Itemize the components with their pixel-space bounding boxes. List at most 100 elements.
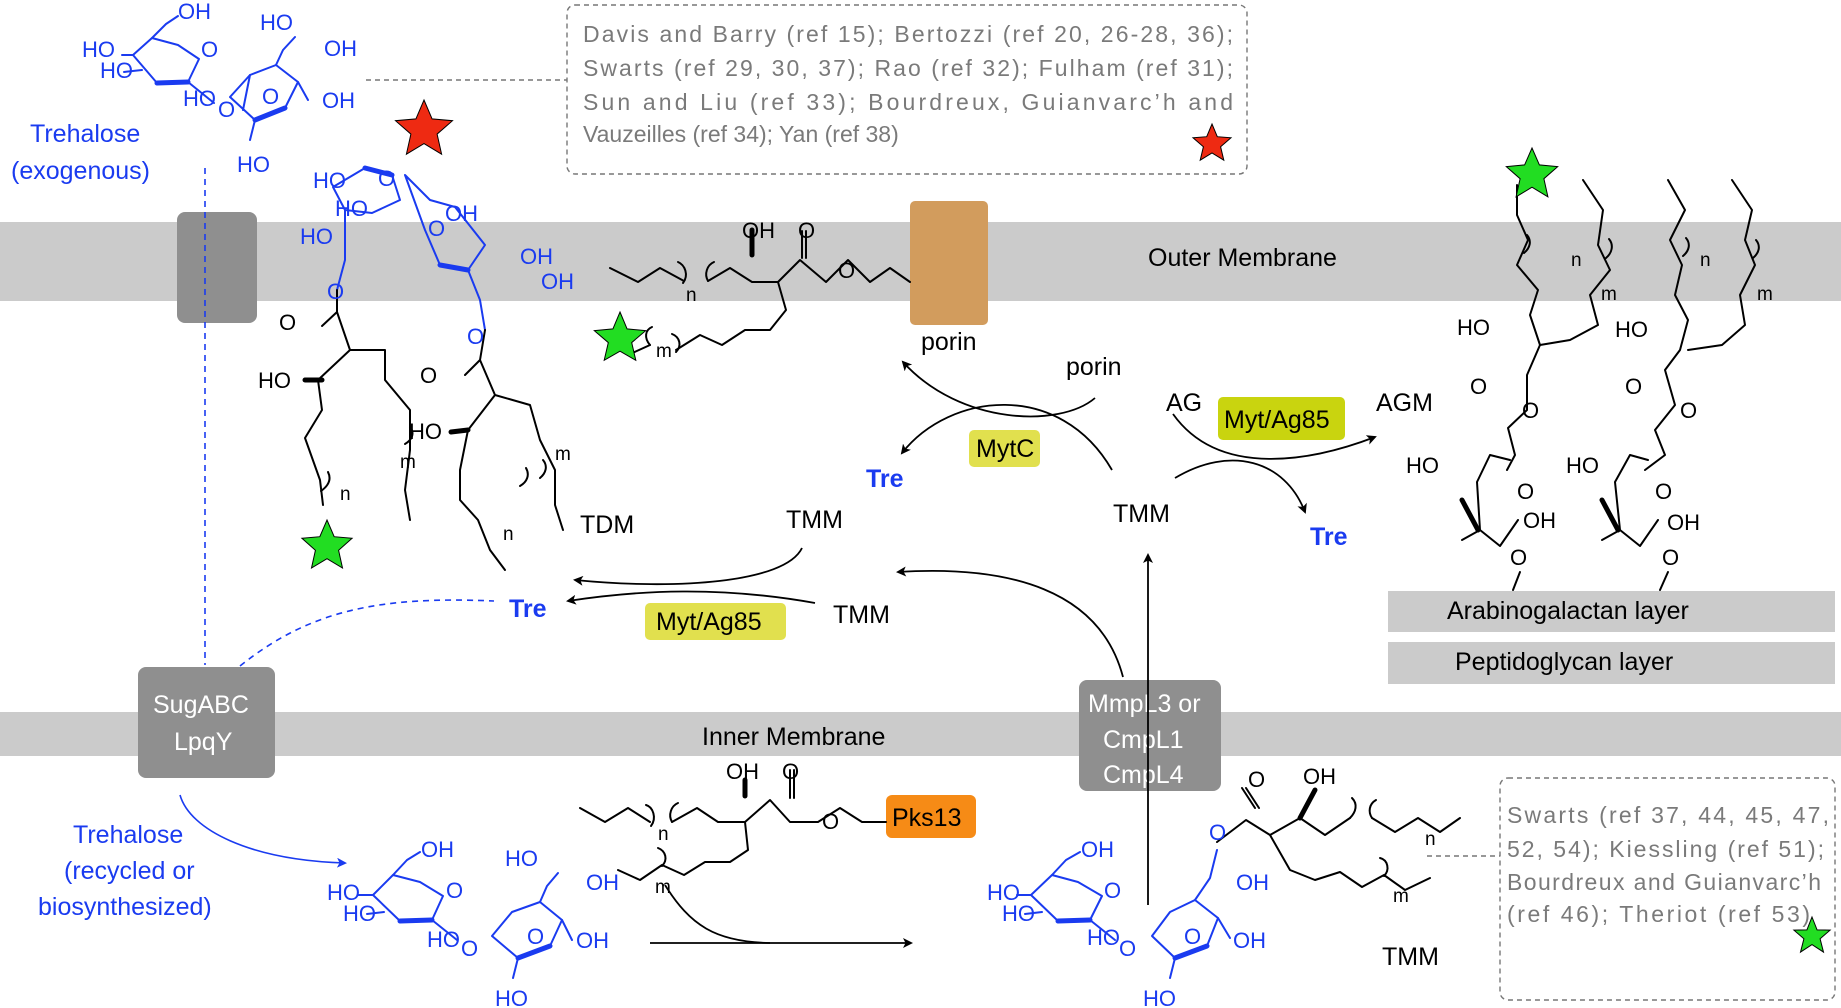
green-star-icon (1505, 146, 1559, 198)
outer-trehalose-channel (177, 212, 257, 323)
atom-n: n (1571, 250, 1582, 271)
ref-top-line-1: Davis and Barry (ref 15); Bertozzi (ref … (583, 21, 1233, 47)
atom-m: m (656, 341, 672, 362)
atom-ho: HO (505, 846, 538, 871)
atom-oh: OH (586, 870, 619, 895)
green-star-icon (593, 310, 647, 362)
atom-o: O (218, 97, 235, 122)
atom-ho: HO (260, 10, 293, 35)
porin-channel-label: porin (921, 328, 977, 356)
red-star-icon (394, 98, 454, 156)
mytc-enzyme-badge (969, 430, 1040, 467)
atom-o: O (782, 759, 799, 784)
pks13-condensation-curve (664, 884, 771, 944)
pks13-mycolate-structure: OH O O n m (579, 759, 887, 898)
green-star-icon (1792, 915, 1832, 954)
tmm-structure: OH HO HO O HO O O OH O OH HO O OH n m (987, 764, 1461, 1008)
atom-o: O (1680, 398, 1697, 423)
reference-box-bottom: Swarts (ref 37, 44, 45, 47, 52, 54); Kie… (1499, 777, 1836, 1001)
tmm-bottom-label: TMM (1382, 943, 1439, 971)
atom-o: O (1510, 545, 1527, 570)
atom-ho: HO (100, 58, 133, 83)
atom-ho: HO (327, 880, 360, 905)
atom-o: O (1522, 398, 1539, 423)
tre-mytc-label: Tre (866, 465, 904, 493)
myt-ag85-lower-badge (645, 603, 786, 640)
myt-ag85-lower-label: Myt/Ag85 (656, 608, 762, 636)
atom-oh: OH (1236, 870, 1269, 895)
atom-ho: HO (1087, 925, 1120, 950)
ref-bottom-line-3: Bourdreux and Guianvarc’h (1507, 869, 1821, 895)
atom-ho: HO (82, 37, 115, 62)
ref-top-line-3: Sun and Liu (ref 33); Bourdreux, Guianva… (583, 89, 1233, 115)
ref-top-line-2: Swarts (ref 29, 30, 37); Rao (ref 32); F… (583, 55, 1233, 81)
atom-m: m (400, 452, 416, 473)
atom-m: m (655, 877, 671, 898)
ref-bottom-line-1: Swarts (ref 37, 44, 45, 47, (1507, 802, 1829, 828)
atom-oh: OH (541, 269, 574, 294)
atom-oh: OH (445, 201, 478, 226)
atom-o: O (201, 37, 218, 62)
atom-ho: HO (1406, 453, 1439, 478)
trehalose-exogenous-structure: OH HO HO O HO O HO OH O OH HO (82, 0, 357, 177)
ag-label: AG (1166, 389, 1202, 417)
atom-n: n (658, 824, 669, 845)
trehalose-recycled-label-1: Trehalose (73, 821, 183, 849)
atom-o: O (262, 84, 279, 109)
atom-o: O (279, 310, 296, 335)
trehalose-exogenous-label-2: (exogenous) (11, 157, 150, 185)
trehalose-exogenous-label-1: Trehalose (30, 120, 140, 148)
atom-oh: OH (1081, 837, 1114, 862)
porin-label: porin (1066, 353, 1122, 381)
atom-o: O (461, 936, 478, 961)
ref-top-line-4: Vauzeilles (ref 34); Yan (ref 38) (583, 121, 899, 147)
trehalose-recycled-label-3: biosynthesized) (38, 893, 212, 921)
atom-oh: OH (520, 244, 553, 269)
ref-bottom-line-4: (ref 46); Theriot (ref 53) (1507, 901, 1810, 927)
cmpl4-label: CmpL4 (1103, 761, 1184, 789)
atom-o: O (1625, 374, 1642, 399)
red-star-icon (1191, 122, 1233, 162)
sugabc-label: SugABC (153, 691, 249, 719)
pks13-enzyme-badge (886, 795, 976, 838)
tre-recycle-connector (239, 599, 495, 667)
inner-membrane-label: Inner Membrane (702, 723, 885, 751)
atom-ho: HO (1457, 315, 1490, 340)
atom-o: O (798, 218, 815, 243)
atom-oh: OH (576, 928, 609, 953)
atom-oh: OH (1303, 764, 1336, 789)
arabinogalactan-layer (1388, 591, 1835, 632)
atom-m: m (1601, 284, 1617, 305)
atom-ho: HO (1143, 986, 1176, 1008)
ag85-agm-arrow (1172, 413, 1377, 460)
atom-ho: HO (1002, 901, 1035, 926)
trehalose-recycled-structure: OH HO HO O HO O HO OH O OH HO (327, 837, 619, 1008)
atom-ho: HO (1566, 453, 1599, 478)
tre-right-label: Tre (1310, 523, 1348, 551)
tre-left-label: Tre (509, 595, 547, 623)
porin-export-arrow (901, 360, 1096, 418)
atom-oh: OH (178, 0, 211, 24)
trehalose-uptake-arrow (179, 794, 347, 868)
agm-label: AGM (1376, 389, 1433, 417)
peptidoglycan-label: Peptidoglycan layer (1455, 648, 1673, 676)
atom-ho: HO (427, 927, 460, 952)
tdm-structure: HO O HO HO OH O OH OH O O O HO O HO m n … (258, 98, 574, 571)
atom-n: n (503, 524, 514, 545)
cmpl1-label: CmpL1 (1103, 726, 1184, 754)
reference-box-top: Davis and Barry (ref 15); Bertozzi (ref … (566, 4, 1248, 175)
atom-o: O (1119, 936, 1136, 961)
ag85-tre-release-arrow (566, 590, 816, 605)
atom-o: O (1517, 479, 1534, 504)
atom-ho: HO (313, 168, 346, 193)
atom-o: O (428, 216, 445, 241)
atom-o: O (446, 878, 463, 903)
atom-ho: HO (300, 224, 333, 249)
atom-m: m (1757, 284, 1773, 305)
atom-o: O (1184, 924, 1201, 949)
atom-ho: HO (495, 986, 528, 1008)
atom-oh: OH (726, 759, 759, 784)
ag85-tre-arrow (1174, 459, 1307, 514)
porin-mycolate-structure: OH O O n m (593, 218, 911, 362)
